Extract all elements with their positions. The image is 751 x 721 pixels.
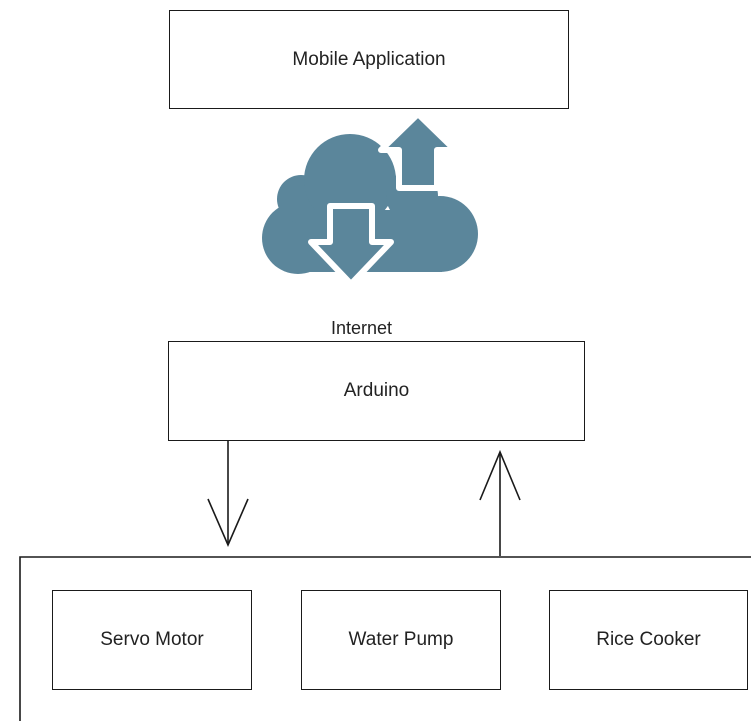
- water-pump-box: Water Pump: [301, 590, 501, 690]
- cloud-transfer-icon: [262, 111, 478, 287]
- rice-cooker-label: Rice Cooker: [596, 629, 701, 650]
- arrow-up-to-arduino: [479, 449, 521, 556]
- mobile-application-box: Mobile Application: [169, 10, 569, 109]
- arduino-label: Arduino: [343, 380, 410, 401]
- servo-motor-label: Servo Motor: [100, 629, 204, 650]
- internet-label: Internet: [331, 318, 393, 338]
- servo-motor-box: Servo Motor: [52, 590, 252, 690]
- water-pump-label: Water Pump: [348, 629, 454, 650]
- rice-cooker-box: Rice Cooker: [549, 590, 748, 690]
- arrow-down-to-components: [207, 441, 249, 548]
- mobile-application-label: Mobile Application: [292, 48, 446, 70]
- components-container: [19, 556, 751, 721]
- arduino-box: Arduino: [168, 341, 585, 441]
